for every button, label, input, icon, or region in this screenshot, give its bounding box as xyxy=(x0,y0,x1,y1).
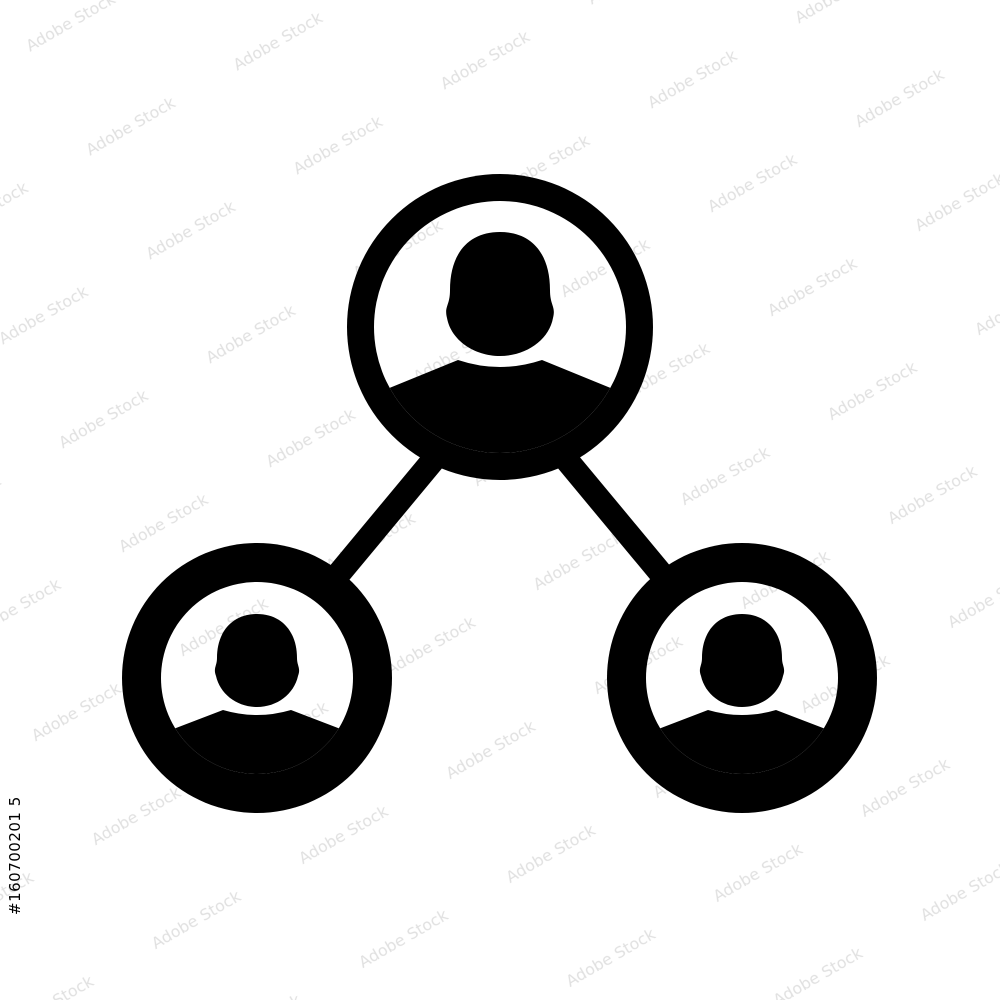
user-head-icon xyxy=(446,232,554,356)
user-node-right xyxy=(607,543,877,813)
stock-id-label: #160700201 5 xyxy=(6,796,24,915)
user-head-icon xyxy=(699,614,785,707)
connector-line-right xyxy=(555,450,678,590)
user-head-icon xyxy=(214,614,300,707)
user-node-top xyxy=(347,174,653,480)
user-node-left xyxy=(122,543,392,813)
connector-line-left xyxy=(322,450,445,590)
